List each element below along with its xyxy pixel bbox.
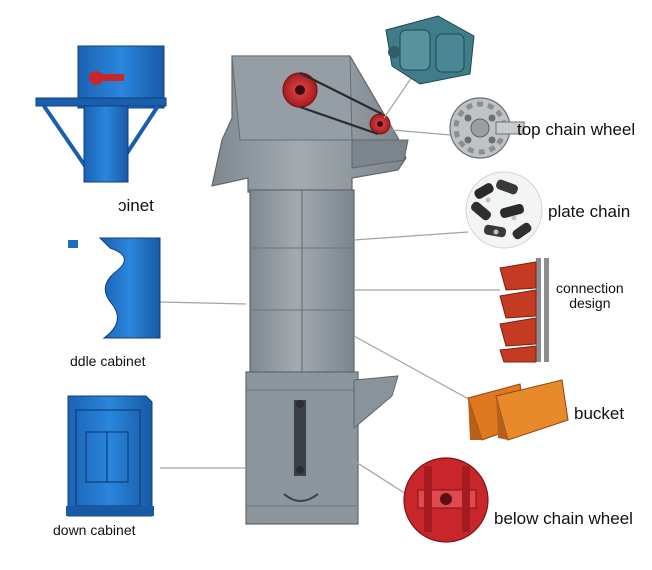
down-cabinet-image <box>66 395 154 517</box>
plate-chain-label: plate chain <box>548 202 631 221</box>
middle-cabinet-label: ddle cabinet <box>70 353 146 369</box>
connection-design-label: connection design <box>556 281 624 311</box>
bucket-icon <box>467 379 569 441</box>
plate-chain-icon <box>465 171 543 249</box>
bucket-label: bucket <box>574 404 625 423</box>
leader-lines <box>159 73 500 495</box>
top-chain-wheel-label: top chain wheel <box>517 120 636 139</box>
bucket-chain-segment-icon <box>499 258 549 363</box>
middle-cabinet-image <box>68 237 161 339</box>
connection-design-label-line2: design <box>569 295 611 311</box>
lower-chain-wheel-icon <box>403 457 489 543</box>
gearbox-icon <box>385 15 475 85</box>
down-cabinet-label: down cabinet <box>53 522 136 538</box>
below-chain-wheel-label: below chain wheel <box>494 509 633 528</box>
connection-design-label-line1: connection <box>556 280 624 296</box>
upper-cabinet-image <box>35 45 167 183</box>
sprocket-wheel-icon <box>449 97 525 159</box>
bucket-elevator-body <box>211 55 409 525</box>
upper-cabinet-label: ɔinet <box>118 196 154 215</box>
